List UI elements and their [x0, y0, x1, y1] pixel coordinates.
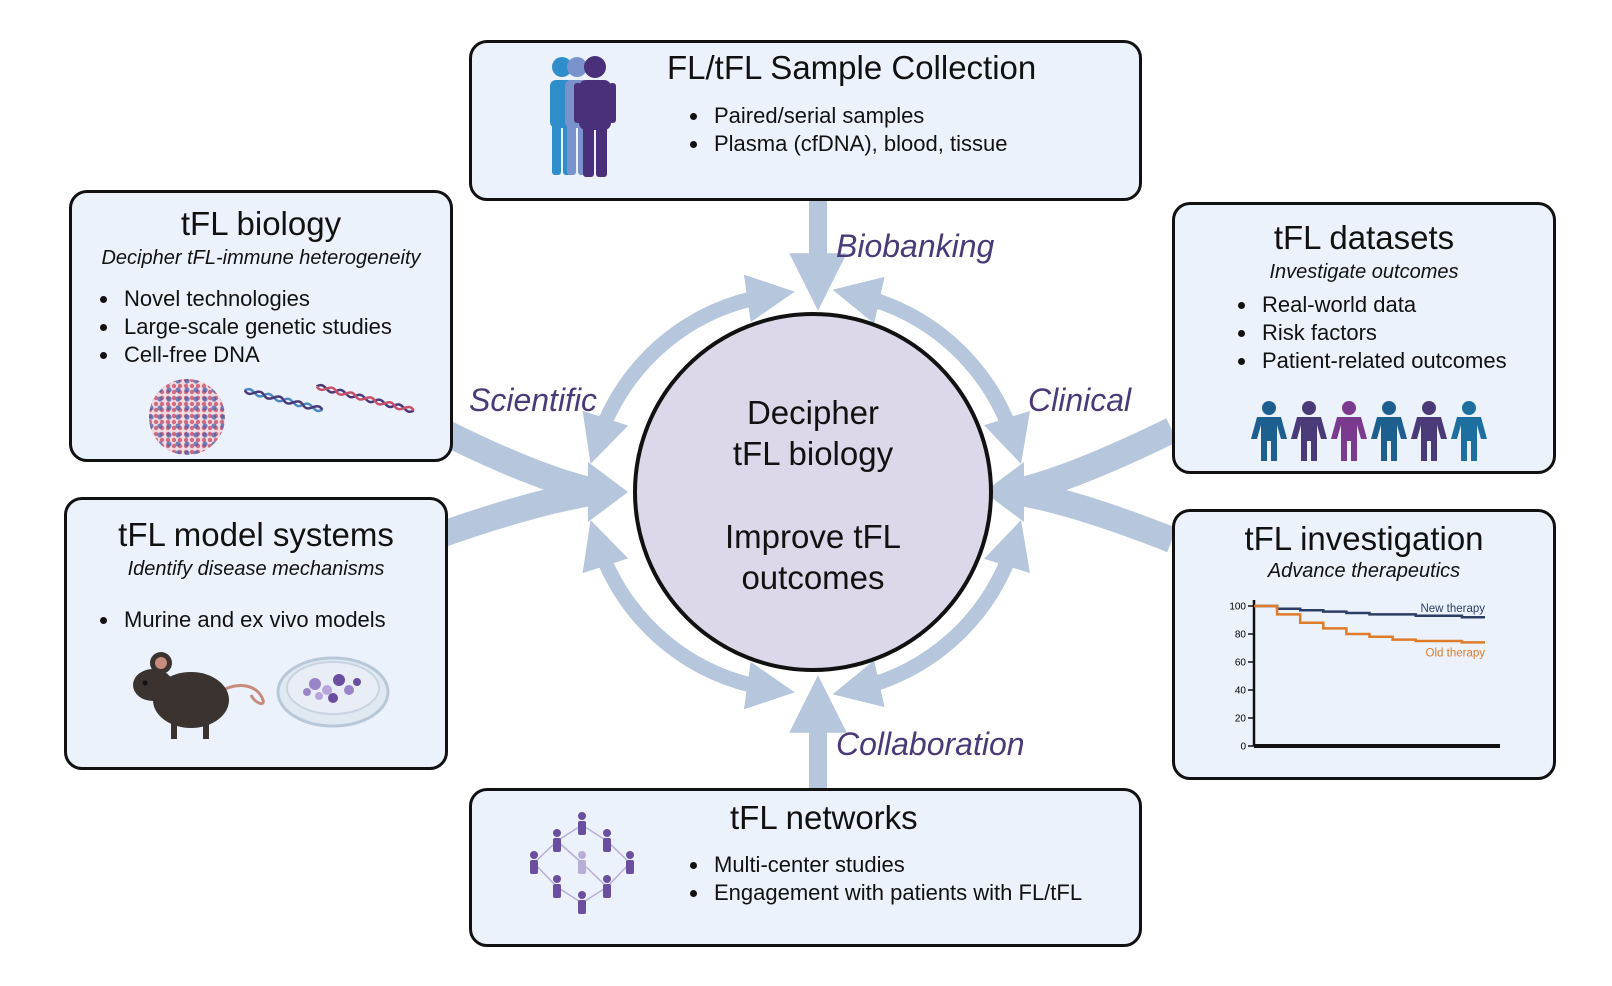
- dna-icon: [244, 383, 415, 413]
- patient-figure: [1291, 401, 1327, 461]
- petri-dish-icon: [276, 656, 390, 728]
- arc-arrow-bottom-right: [832, 520, 1030, 708]
- sample-list: Paired/serial samples Plasma (cfDNA), bl…: [684, 102, 1007, 158]
- models-title: tFL model systems: [118, 516, 394, 553]
- tissue-cells-icon: [149, 379, 225, 455]
- models-subtitle: Identify disease mechanisms: [127, 558, 385, 580]
- arc-arrow-bottom-left: [582, 520, 795, 710]
- investigation-subtitle: Advance therapeutics: [1267, 560, 1461, 582]
- patient-figure: [1451, 401, 1487, 461]
- arc-arrow-top-left: [582, 274, 795, 464]
- list-item: Patient-related outcomes: [1258, 347, 1507, 375]
- investigation-title: tFL investigation: [1244, 520, 1484, 557]
- patient-figure: [1331, 401, 1367, 461]
- datasets-list: Real-world data Risk factors Patient-rel…: [1232, 291, 1507, 375]
- arrow-clinical-upper: [1011, 418, 1178, 505]
- box-tfl-investigation: tFL investigation Advance therapeutics 0…: [1172, 509, 1556, 780]
- list-item: Plasma (cfDNA), blood, tissue: [710, 130, 1007, 158]
- patient-figure: [1371, 401, 1407, 461]
- box-tfl-networks: tFL networks Multi-center studies Engage…: [469, 788, 1142, 947]
- arc-arrow-top-right: [832, 276, 1030, 464]
- y-tick-label: 80: [1235, 630, 1247, 641]
- arrow-clinical-head: [984, 462, 1024, 522]
- arrow-scientific-upper: [434, 418, 601, 505]
- networks-title: tFL networks: [730, 799, 918, 836]
- label-biobanking: Biobanking: [836, 228, 995, 264]
- network-people-icon: [530, 812, 634, 914]
- datasets-subtitle: Investigate outcomes: [1269, 261, 1459, 283]
- center-line-4: outcomes: [741, 559, 885, 596]
- patients-row-icon: [1251, 401, 1487, 461]
- arrow-scientific-head: [588, 462, 628, 522]
- arrow-scientific-lower: [435, 479, 600, 548]
- y-tick-label: 0: [1240, 742, 1246, 753]
- box-tfl-model-systems: tFL model systems Identify disease mecha…: [64, 497, 448, 770]
- box-sample-collection: FL/tFL Sample Collection Paired/serial s…: [469, 40, 1142, 201]
- y-tick-label: 40: [1235, 686, 1247, 697]
- list-item: Risk factors: [1258, 319, 1507, 347]
- series-line-new-therapy: [1254, 604, 1485, 619]
- list-item: Real-world data: [1258, 291, 1507, 319]
- list-item: Novel technologies: [120, 285, 392, 313]
- list-item: Murine and ex vivo models: [120, 606, 386, 634]
- biology-subtitle: Decipher tFL-immune heterogeneity: [101, 247, 421, 269]
- label-scientific: Scientific: [469, 382, 598, 418]
- biology-list: Novel technologies Large-scale genetic s…: [94, 285, 392, 369]
- label-collaboration: Collaboration: [836, 726, 1025, 762]
- list-item: Large-scale genetic studies: [120, 313, 392, 341]
- datasets-title: tFL datasets: [1273, 219, 1455, 256]
- patient-figure: [1251, 401, 1287, 461]
- series-label: New therapy: [1420, 603, 1485, 615]
- center-line-3: Improve tFL: [724, 518, 902, 555]
- list-item: Engagement with patients with FL/tFL: [710, 879, 1082, 907]
- patient-figure: [1411, 401, 1447, 461]
- center-circle: [633, 312, 993, 672]
- biology-title: tFL biology: [180, 205, 342, 242]
- list-item: Cell-free DNA: [120, 341, 392, 369]
- mouse-icon: [133, 652, 265, 739]
- arrow-clinical-lower: [1012, 479, 1177, 553]
- center-text: Decipher tFL biology Improve tFL outcome…: [643, 392, 983, 598]
- y-tick-label: 60: [1235, 658, 1247, 669]
- y-tick-label: 100: [1229, 602, 1246, 613]
- label-clinical: Clinical: [1028, 382, 1132, 418]
- models-list: Murine and ex vivo models: [94, 606, 386, 634]
- center-line-1: Decipher: [746, 394, 880, 431]
- series-line-old-therapy: [1254, 604, 1485, 644]
- list-item: Paired/serial samples: [710, 102, 1007, 130]
- box-tfl-datasets: tFL datasets Investigate outcomes Real-w…: [1172, 202, 1556, 474]
- center-line-2: tFL biology: [732, 435, 894, 472]
- box-tfl-biology: tFL biology Decipher tFL-immune heteroge…: [69, 190, 453, 462]
- series-label: Old therapy: [1426, 647, 1486, 659]
- list-item: Multi-center studies: [710, 851, 1082, 879]
- people-icon: [550, 56, 616, 177]
- networks-list: Multi-center studies Engagement with pat…: [684, 851, 1082, 907]
- sample-title: FL/tFL Sample Collection: [667, 49, 1037, 86]
- y-tick-label: 20: [1235, 714, 1247, 725]
